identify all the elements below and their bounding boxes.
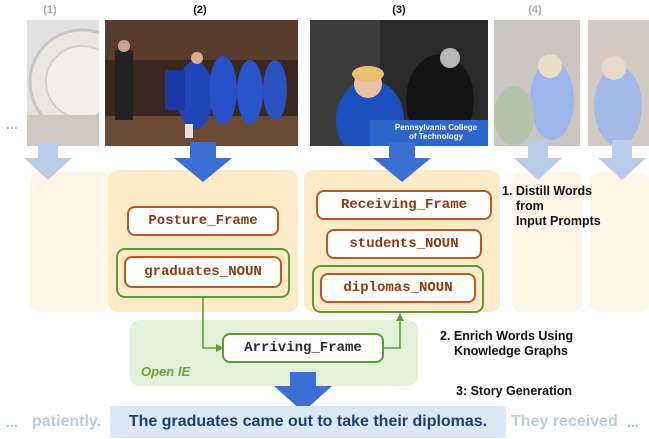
connector-arrowhead-left bbox=[216, 344, 224, 352]
ellipsis-left-mid: ... bbox=[6, 116, 18, 132]
story-ellipsis-right: ... bbox=[627, 414, 639, 430]
story-main-sentence: The graduates came out to take their dip… bbox=[128, 413, 488, 430]
image-number-1: (1) bbox=[43, 4, 57, 16]
step-1-line-3: Input Prompts bbox=[516, 214, 601, 228]
blue-arrow-2 bbox=[174, 142, 232, 182]
frame-posture: Posture_Frame bbox=[127, 206, 279, 236]
panel-faded-1 bbox=[30, 172, 110, 312]
graduates-highlight bbox=[116, 248, 290, 298]
image-number-3: (3) bbox=[392, 4, 406, 16]
ellipsis-right-mid: ... bbox=[628, 116, 640, 132]
frame-graduates-noun: graduates_NOUN bbox=[124, 256, 282, 288]
image-number-4: (4) bbox=[528, 4, 542, 16]
step-1-line-1: 1. Distill Words bbox=[502, 184, 593, 198]
sign-text-line-1: Pennsylvania College bbox=[394, 123, 478, 132]
photo-5-crowd bbox=[588, 20, 649, 146]
frame-arriving: Arriving_Frame bbox=[222, 333, 384, 363]
panel-photo-2 bbox=[108, 170, 298, 312]
story-main-sentence-box bbox=[110, 406, 506, 438]
diplomas-highlight bbox=[312, 265, 484, 313]
connector-arrowhead-up bbox=[396, 313, 404, 321]
step-2-line-2: Knowledge Graphs bbox=[454, 344, 568, 358]
step-1-line-2: from bbox=[516, 199, 544, 213]
frame-students-noun: students_NOUN bbox=[326, 229, 482, 259]
connector-graduates-to-arriving bbox=[202, 298, 218, 349]
frame-receiving: Receiving_Frame bbox=[316, 190, 492, 220]
panel-faded-5 bbox=[590, 172, 649, 312]
photo-1-seal bbox=[27, 20, 99, 146]
step-2-line-1: 2. Enrich Words Using bbox=[440, 329, 574, 343]
open-ie-label: Open IE bbox=[141, 364, 191, 379]
photo-3-diploma: Pennsylvania College of Technology bbox=[310, 20, 488, 146]
photo-4-crowd bbox=[494, 20, 580, 146]
step-2-label: 2. Enrich Words Using Knowledge Graphs bbox=[440, 329, 573, 359]
connector-arriving-to-diplomas bbox=[384, 320, 401, 349]
sign-text: Pennsylvania College of Technology bbox=[386, 123, 486, 141]
blue-arrow-story bbox=[274, 372, 332, 412]
step-3-label: 3: Story Generation bbox=[456, 384, 572, 398]
story-next-fragment: They received bbox=[511, 413, 618, 430]
story-prev-fragment: patiently. bbox=[32, 413, 102, 430]
image-number-2: (2) bbox=[193, 4, 207, 16]
frame-diplomas-noun: diplomas_NOUN bbox=[320, 273, 476, 303]
panel-faded-4 bbox=[512, 172, 582, 312]
story-ellipsis-left: ... bbox=[6, 414, 18, 430]
step-1-label: 1. Distill Words from Input Prompts bbox=[502, 184, 601, 229]
faded-arrow-4 bbox=[514, 140, 562, 180]
blue-arrow-3 bbox=[373, 142, 431, 182]
faded-arrow-5 bbox=[598, 140, 646, 180]
photo-2-graduates bbox=[105, 20, 298, 146]
sign-text-line-2: of Technology bbox=[408, 132, 464, 141]
faded-arrow-1 bbox=[24, 142, 72, 180]
